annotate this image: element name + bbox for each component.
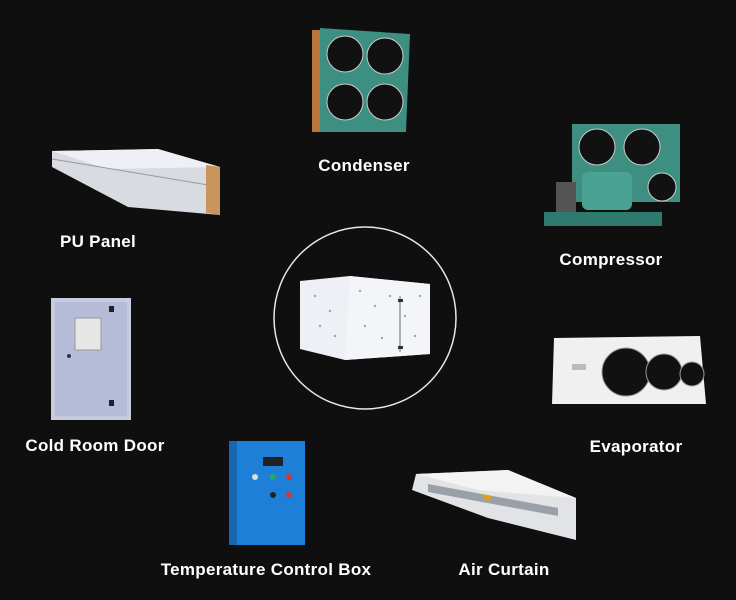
pu-panel-icon: [51, 149, 220, 215]
evaporator-icon: [552, 336, 706, 404]
cold-room-icon: [273, 226, 457, 410]
compressor-icon: [544, 124, 680, 226]
temperature-control-box-label: Temperature Control Box: [160, 560, 372, 579]
air-curtain-icon: [412, 470, 576, 540]
evaporator-label: Evaporator: [589, 437, 683, 456]
temperature-control-box-icon: [229, 441, 305, 545]
condenser-label: Condenser: [318, 156, 410, 175]
air-curtain-label: Air Curtain: [458, 560, 550, 579]
cold-room-door-label: Cold Room Door: [25, 436, 165, 455]
pu-panel-label: PU Panel: [59, 232, 137, 251]
condenser-icon: [312, 28, 410, 132]
cold-room-door-icon: [51, 298, 131, 420]
compressor-label: Compressor: [559, 250, 663, 269]
